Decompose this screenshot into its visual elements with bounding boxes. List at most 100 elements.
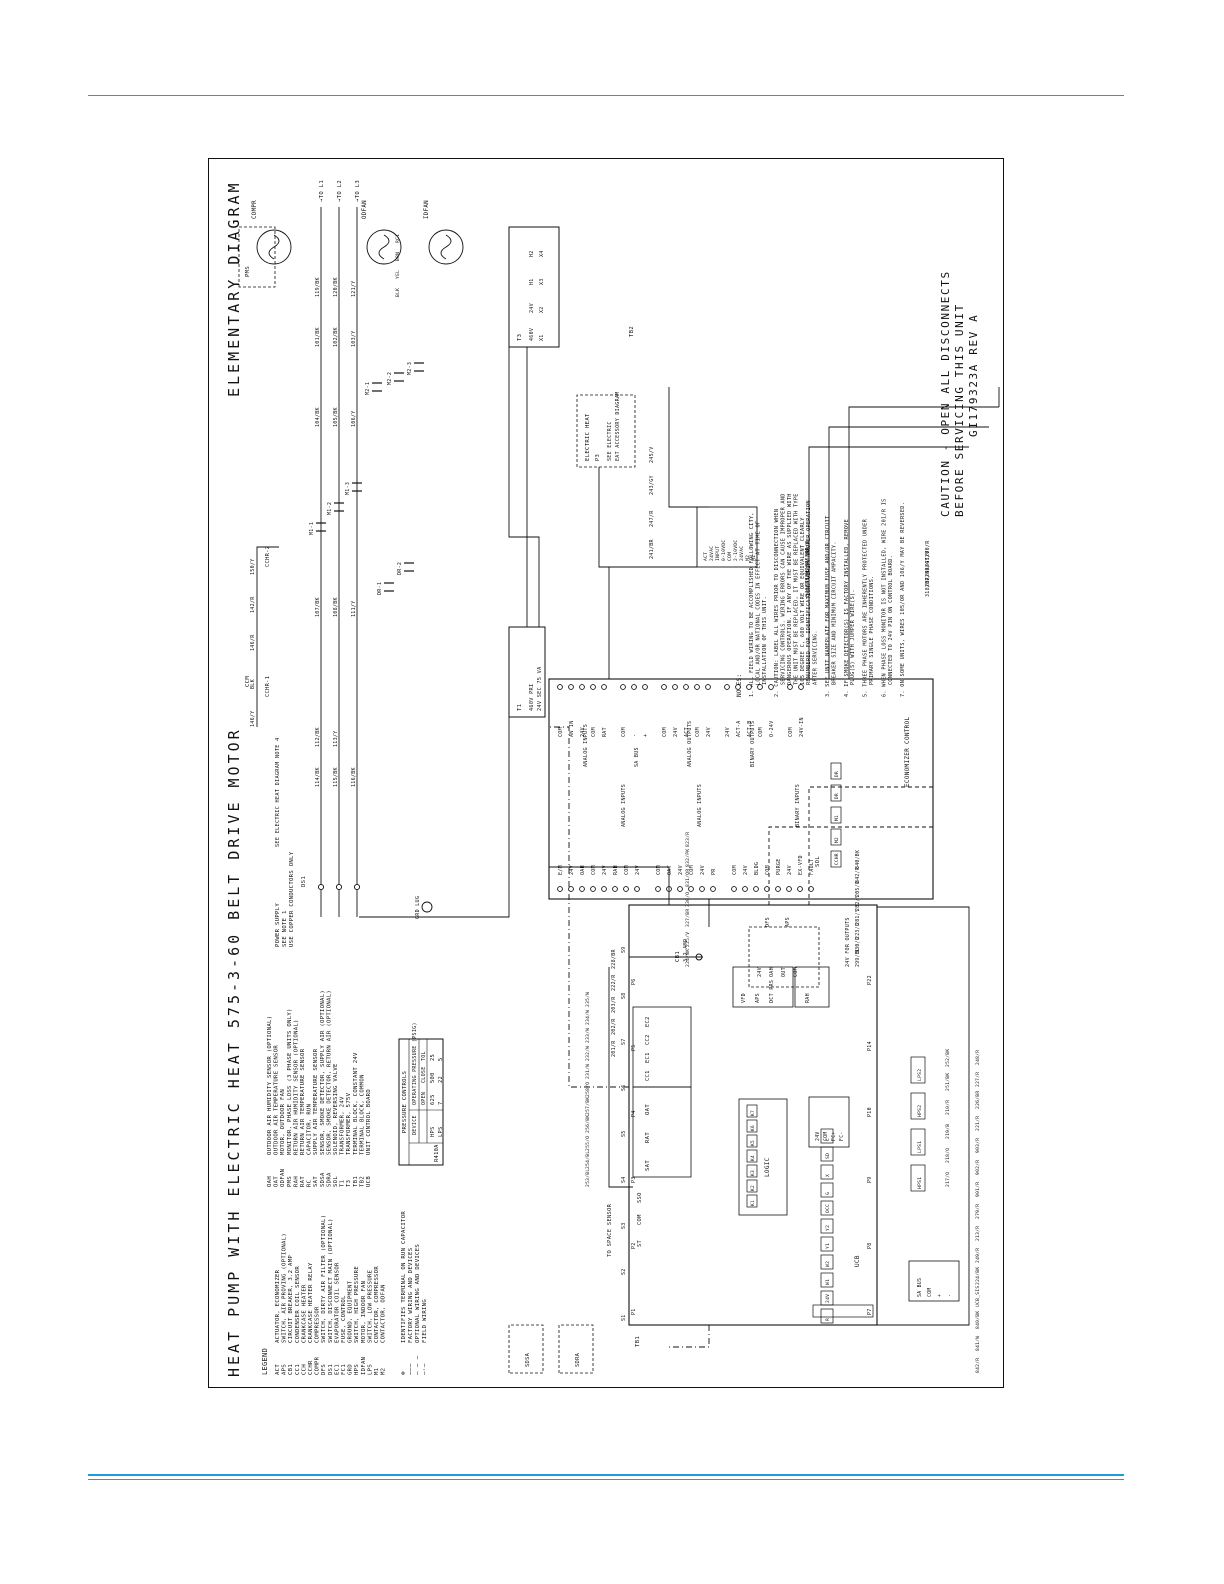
ucb-plug: P6 xyxy=(631,978,637,985)
tstat-pin: Y1 xyxy=(825,1243,831,1249)
econ-terminal xyxy=(677,886,683,892)
ucb-plug: P2 xyxy=(631,1242,637,1249)
t1-sec: 24V SEC 75 VA xyxy=(537,666,543,711)
legend-symbol: – – – xyxy=(414,1355,421,1375)
sensor-wire: 231/W xyxy=(585,1064,591,1079)
pressure-wire: 217/O xyxy=(945,1172,951,1187)
pressure-switch-label: HPS2 xyxy=(917,1105,923,1117)
sensor-box xyxy=(748,926,820,988)
ds1-label: DS1 xyxy=(301,876,307,887)
ucb-p2 xyxy=(632,1006,692,1088)
ucb-plug: P22 xyxy=(867,975,873,985)
relay-coil-label: M2 xyxy=(834,837,840,843)
s-label: S1 xyxy=(621,1314,627,1321)
bottom-wire: 279/R xyxy=(975,1204,981,1219)
pressure-switch xyxy=(910,1056,926,1084)
legend-code: CCHR xyxy=(308,1360,314,1375)
s-label: S7 xyxy=(621,1038,627,1045)
sd-wire: 330/O xyxy=(685,892,691,907)
contactor-label: M2-1 xyxy=(365,382,371,395)
heat-wire-label: 243/GY xyxy=(649,475,655,495)
bottom-wire: 248/R xyxy=(975,1050,981,1065)
s-label: S6 xyxy=(621,1084,627,1091)
optional-wire xyxy=(768,826,933,905)
ccm-wire-label: 142/R xyxy=(250,596,256,613)
relay-label: K7 xyxy=(750,1110,756,1116)
ds1-terminal xyxy=(317,883,325,891)
note-line: BREAKER SIZE AND MINIMUM CIRCUIT AMPACIT… xyxy=(831,541,837,685)
econ-pin: COM xyxy=(758,727,764,737)
pressure-value: 25 xyxy=(430,1054,436,1061)
footer-rule-thin xyxy=(88,1479,1124,1480)
wire-number: 116/BK xyxy=(351,767,357,787)
econ-pin: COM xyxy=(689,865,695,875)
legend-desc: MONITOR, PHASE LOSS (3 PHASE UNITS ONLY) xyxy=(287,1008,293,1155)
p22-pin: DCT PRS xyxy=(769,980,775,1003)
econ-terminal xyxy=(705,684,711,690)
legend-code: M1 xyxy=(374,1368,380,1375)
tstat-pin: R xyxy=(825,1318,831,1321)
motor-winding xyxy=(440,234,452,260)
ccm-wire-label: 150/Y xyxy=(250,558,256,575)
legend-desc: CAPACITOR, RUN xyxy=(307,1104,313,1155)
act-pin: 0-10VDC xyxy=(721,540,727,561)
s-label: S8 xyxy=(621,992,627,999)
ucb-right-wire: 330/O xyxy=(855,937,861,953)
econ-pin: 24V xyxy=(706,727,712,737)
ucb-right-wire: 840/BK xyxy=(855,850,861,869)
drawing-number: GI179323A REV A xyxy=(967,314,980,437)
econ-terminal xyxy=(746,684,752,690)
legend-desc: SUPPLY AIR TEMPERATURE SENSOR xyxy=(313,1048,319,1155)
ucb-right-wire: 282/Y xyxy=(855,895,861,911)
econ-section: BINARY INPUTS xyxy=(795,784,801,827)
pms-wire: 228/BR xyxy=(611,948,617,969)
heat-wire-label: 247/R xyxy=(649,510,655,527)
tstat-terminal xyxy=(820,1308,834,1324)
econ-pin: COM xyxy=(591,727,597,737)
ucb-plug: P7 xyxy=(867,1308,873,1315)
econ-terminal xyxy=(797,886,803,892)
econ-terminal xyxy=(694,684,700,690)
econ-pin: OAH xyxy=(580,865,586,875)
pressure-wire: 219/B xyxy=(945,1124,951,1139)
ucb-p4 xyxy=(794,966,830,1008)
wire-number: 115/BK xyxy=(333,767,339,787)
econ-wire xyxy=(828,426,989,679)
act-pin: INPUT xyxy=(715,546,721,561)
bottom-wire: 213/R xyxy=(975,1226,981,1241)
pressure-table xyxy=(398,1038,444,1166)
ucb-p3-pin: SSO xyxy=(637,1192,643,1203)
ucb-bottom-bus xyxy=(877,906,970,1326)
sensor-pin: 24V xyxy=(757,967,763,977)
econ-pin: OAT xyxy=(667,865,673,875)
ucb-p2-pin: CC2 xyxy=(645,1034,651,1045)
tstat-terminal xyxy=(820,1290,834,1306)
relay-k7 xyxy=(746,1104,758,1118)
legend-desc: CONTACTOR, COMPRESSOR xyxy=(374,1266,380,1343)
legend-code: DS1 xyxy=(328,1364,334,1375)
pressure-switch-label: LPS2 xyxy=(917,1069,923,1081)
ucb-p1 xyxy=(632,1086,692,1178)
tstat-terminal xyxy=(820,1182,834,1198)
econ-wire-label: 243/GY xyxy=(925,557,931,577)
bottom-wire: 841/W xyxy=(975,1336,981,1351)
wire-number: 107/BK xyxy=(315,597,321,617)
econ-terminal xyxy=(710,886,716,892)
econ-terminal xyxy=(775,886,781,892)
econ-pin: FAULT xyxy=(809,858,815,875)
ucb-p3-pin: COM xyxy=(637,1214,643,1225)
legend-symbol: —·— xyxy=(421,1363,428,1375)
t3-tap: X2 xyxy=(539,306,545,313)
diagram-header: ELEMENTARY DIAGRAM xyxy=(225,180,243,397)
econ-section: ANALOG INPUTS xyxy=(621,784,627,827)
econ-pin: ACT-B xyxy=(747,720,753,737)
sensor-wire: 256/BK xyxy=(585,1115,591,1133)
s-label: S5 xyxy=(621,1130,627,1137)
tb1-label: TB1 xyxy=(635,1336,641,1347)
legend-desc: UNIT CONTROL BOARD xyxy=(366,1089,372,1155)
vfd-pin: 24V xyxy=(815,1131,821,1141)
t3-label: T3 xyxy=(517,334,523,341)
econ-pin: - xyxy=(632,734,638,737)
caution-line: CAUTION - OPEN ALL DISCONNECTS xyxy=(939,270,952,517)
bottom-wire: 903/R xyxy=(975,1138,981,1153)
